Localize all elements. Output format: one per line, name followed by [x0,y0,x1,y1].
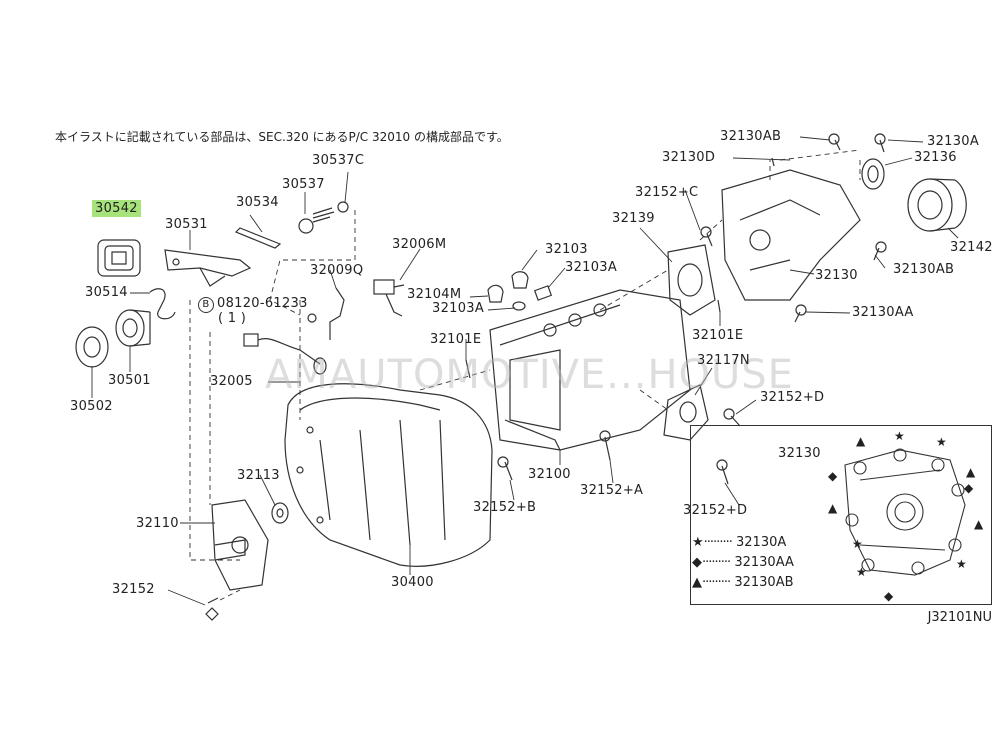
part-label-32152b[interactable]: 32152+B [473,500,537,515]
part-30537-shape [298,207,335,234]
part-label-32139[interactable]: 32139 [612,211,655,226]
guide-lines [189,149,861,601]
part-label-30534[interactable]: 30534 [236,195,279,210]
part-label-32101e-left[interactable]: 32101E [430,332,482,347]
svg-text:▲: ▲ [828,501,838,515]
part-label-32152a[interactable]: 32152+A [580,483,644,498]
part-label-30531[interactable]: 30531 [165,217,208,232]
part-label-32130a-top[interactable]: 32130A [927,134,980,149]
leader-lines [91,136,959,606]
part-label-32100[interactable]: 32100 [528,467,571,482]
svg-text:★: ★ [856,565,867,579]
svg-text:▲: ▲ [856,434,866,448]
part-label-32117n[interactable]: 32117N [697,353,750,368]
inset-title: 32130 [778,446,821,461]
svg-text:▲: ▲ [966,465,976,479]
assembly-note: 本イラストに記載されている部品は、SEC.320 にあるP/C 32010 の構… [55,130,509,144]
part-label-32103a-lower[interactable]: 32103A [432,301,485,316]
svg-text:★: ★ [852,537,863,551]
part-label-30400[interactable]: 30400 [391,575,434,590]
part-label-32113[interactable]: 32113 [237,468,280,483]
part-30531-shape [164,249,252,287]
inset-housing-drawing [844,448,966,576]
part-32113-shape [271,502,289,524]
part-30534-shape [234,227,282,249]
legend-label: 32130AA [734,555,794,570]
bolt-circle-b-icon: B [198,297,214,313]
legend-item-32130a: ★········· 32130A [692,535,787,550]
legend-item-32130ab: ▲········· 32130AB [692,575,794,590]
part-label-32130d[interactable]: 32130D [662,150,716,165]
part-label-32142[interactable]: 32142 [950,240,993,255]
part-label-32152d-lower[interactable]: 32152+D [683,503,748,518]
part-30537c-shape [337,201,349,213]
part-30514-shape [149,288,176,320]
triangle-marker-icon: ▲ [692,575,702,590]
part-label-32136[interactable]: 32136 [914,150,957,165]
bolt-shapes [205,133,887,621]
part-32100-shape [489,289,691,451]
watermark: AMAUTOMOTIVE...HOUSE [265,352,794,398]
part-label-32009q[interactable]: 32009Q [310,263,364,278]
part-label-32152d-upper[interactable]: 32152+D [760,390,825,405]
part-label-30537[interactable]: 30537 [282,177,325,192]
svg-text:★: ★ [894,429,905,443]
part-32142-shape [907,178,967,232]
star-marker-icon: ★ [692,535,704,550]
part-32139-shape [667,244,716,316]
part-30400-shape [284,383,493,567]
part-label-30542[interactable]: 30542 [92,200,141,217]
part-label-32130ab-right[interactable]: 32130AB [893,262,955,277]
part-32103-shapes [487,271,553,311]
legend-label: 32130AB [734,575,794,590]
legend-label: 32130A [736,535,787,550]
part-label-32104m[interactable]: 32104M [407,287,462,302]
part-label-32101e-right[interactable]: 32101E [692,328,744,343]
part-32110-shape [211,499,269,591]
part-label-30501[interactable]: 30501 [108,373,151,388]
diamond-marker-icon: ◆ [692,555,702,570]
part-qty-08120: ( 1 ) [218,311,247,326]
part-32130-shape [721,169,861,301]
part-30502-shape [75,326,109,368]
svg-text:▲: ▲ [974,517,984,531]
legend-item-32130aa: ◆········· 32130AA [692,555,794,570]
part-32117n-shape [663,384,709,441]
part-label-32103[interactable]: 32103 [545,242,588,257]
part-label-32130ab-top[interactable]: 32130AB [720,129,782,144]
part-label-32005[interactable]: 32005 [210,374,253,389]
part-label-30537c[interactable]: 30537C [312,153,365,168]
inset-markers: ▲ ★ ★ ▲ ◆ ▲ ★ ◆ ★ ▲ ◆ ★ [828,429,984,603]
svg-text:◆: ◆ [828,469,838,483]
svg-text:◆: ◆ [964,481,974,495]
inset-box [690,425,992,605]
part-32136-shape [861,158,885,190]
part-label-32130aa[interactable]: 32130AA [852,305,914,320]
part-label-32006m[interactable]: 32006M [392,237,447,252]
diagram-code: J32101NU [927,610,992,625]
part-30501-shape [115,309,151,347]
part-label-32152[interactable]: 32152 [112,582,155,597]
part-32006m-shape [329,279,405,340]
part-label-32110[interactable]: 32110 [136,516,179,531]
part-label-30502[interactable]: 30502 [70,399,113,414]
part-label-32130[interactable]: 32130 [815,268,858,283]
svg-text:◆: ◆ [884,589,894,603]
part-label-32152c[interactable]: 32152+C [635,185,699,200]
svg-text:★: ★ [956,557,967,571]
part-30542-shape [97,239,141,277]
part-label-30514[interactable]: 30514 [85,285,128,300]
svg-text:★: ★ [936,435,947,449]
part-label-32103a-upper[interactable]: 32103A [565,260,618,275]
